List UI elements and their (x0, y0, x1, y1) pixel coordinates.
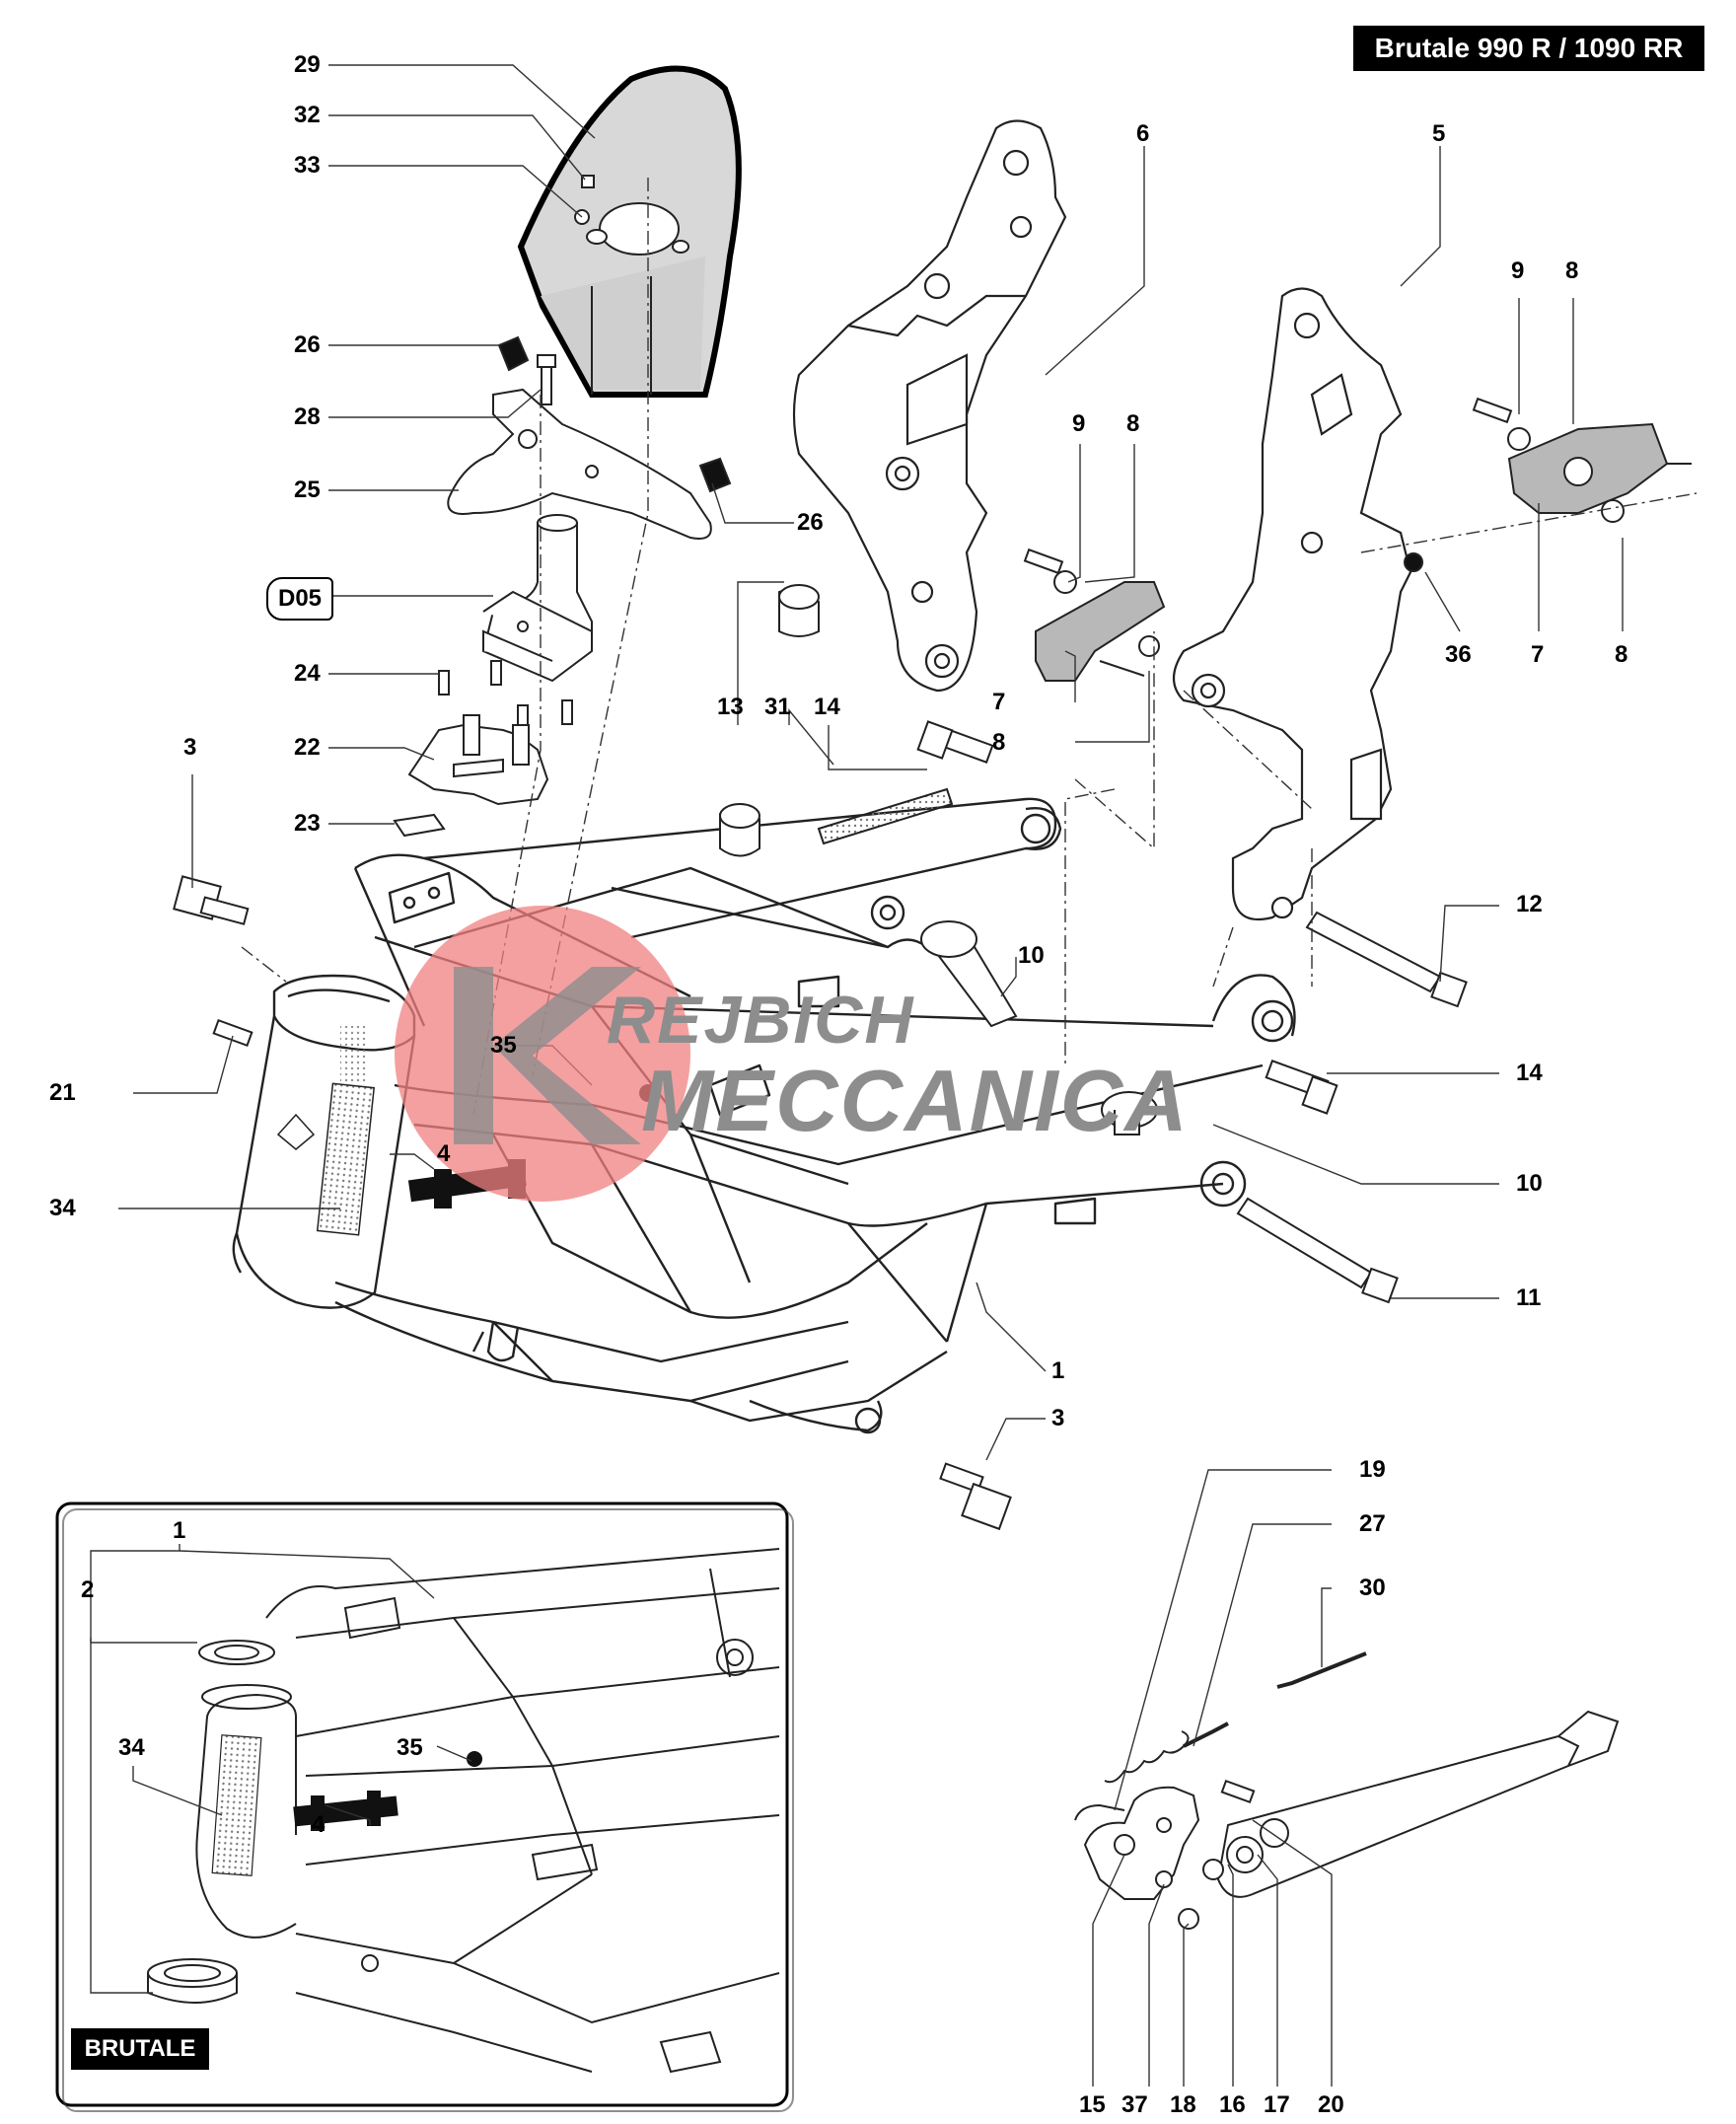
model-title-badge: Brutale 990 R / 1090 RR (1353, 26, 1704, 71)
callout-19[interactable]: 19 (1359, 1456, 1386, 1483)
callout-13[interactable]: 13 (717, 694, 744, 720)
watermark-line1: REJBICH (607, 983, 915, 1058)
callout-37[interactable]: 37 (1121, 2091, 1148, 2118)
footrest-holders (1023, 397, 1692, 682)
callout-33[interactable]: 33 (294, 152, 321, 179)
callout-14-lower[interactable]: 14 (1516, 1060, 1543, 1086)
headstock-assembly (393, 65, 742, 838)
watermark-logo (395, 906, 690, 1202)
callout-9-center[interactable]: 9 (1072, 410, 1086, 437)
callout-34[interactable]: 34 (49, 1195, 76, 1221)
callout-20[interactable]: 20 (1318, 2091, 1344, 2118)
callout-10-upper[interactable]: 10 (1018, 942, 1045, 969)
callout-14-upper[interactable]: 14 (814, 694, 840, 720)
inset-callout-4[interactable]: 4 (312, 1811, 326, 1838)
inset-callout-35[interactable]: 35 (397, 1734, 423, 1761)
callout-8-right-top[interactable]: 8 (1565, 257, 1579, 284)
assembly-guide-lines (241, 178, 1698, 1116)
callout-9-right[interactable]: 9 (1511, 257, 1525, 284)
inset-callout-34[interactable]: 34 (118, 1734, 145, 1761)
callout-6[interactable]: 6 (1136, 120, 1150, 147)
callout-16[interactable]: 16 (1219, 2091, 1246, 2118)
callout-35[interactable]: 35 (490, 1032, 517, 1059)
callout-8-center-top[interactable]: 8 (1126, 410, 1140, 437)
callout-7-right[interactable]: 7 (1531, 641, 1545, 668)
callout-3-right[interactable]: 3 (1051, 1405, 1065, 1431)
callout-3-left[interactable]: 3 (183, 734, 197, 761)
callout-21[interactable]: 21 (49, 1079, 76, 1106)
callout-36[interactable]: 36 (1445, 641, 1472, 668)
callout-5[interactable]: 5 (1432, 120, 1446, 147)
callout-18[interactable]: 18 (1170, 2091, 1196, 2118)
callout-29[interactable]: 29 (294, 51, 321, 78)
side-stand-assembly (1074, 1651, 1620, 1930)
frame-label-sticker (276, 1026, 376, 1236)
callout-23[interactable]: 23 (294, 810, 321, 837)
inset-box (55, 1501, 794, 2112)
callout-15[interactable]: 15 (1079, 2091, 1106, 2118)
callout-leader-lines (118, 64, 1624, 2087)
rear-plates (792, 119, 1412, 921)
callout-4[interactable]: 4 (437, 1140, 451, 1167)
inset-callout-2[interactable]: 2 (81, 1576, 95, 1603)
callout-8-right-bottom[interactable]: 8 (1615, 641, 1628, 668)
callout-24[interactable]: 24 (294, 660, 321, 687)
callout-22[interactable]: 22 (294, 734, 321, 761)
inset-callout-1[interactable]: 1 (173, 1517, 186, 1544)
callout-32[interactable]: 32 (294, 102, 321, 128)
callout-30[interactable]: 30 (1359, 1575, 1386, 1601)
callout-11[interactable]: 11 (1516, 1284, 1542, 1311)
watermark-line2: MECCANICA (641, 1052, 1190, 1149)
callout-28[interactable]: 28 (294, 403, 321, 430)
callout-25[interactable]: 25 (294, 476, 321, 503)
callout-17[interactable]: 17 (1264, 2091, 1290, 2118)
frame-hardware (173, 584, 1468, 1531)
callout-10-lower[interactable]: 10 (1516, 1170, 1543, 1197)
callout-1[interactable]: 1 (1051, 1357, 1065, 1384)
callout-26-lower[interactable]: 26 (797, 509, 824, 536)
callout-12[interactable]: 12 (1516, 891, 1543, 917)
callout-31[interactable]: 31 (764, 694, 791, 720)
callout-27[interactable]: 27 (1359, 1510, 1386, 1537)
callout-26-upper[interactable]: 26 (294, 331, 321, 358)
callout-7-center[interactable]: 7 (992, 689, 1006, 715)
inset-variant-badge: BRUTALE (71, 2028, 209, 2070)
callout-8-center-bottom[interactable]: 8 (992, 729, 1006, 756)
reference-tag-d05[interactable]: D05 (266, 577, 333, 621)
